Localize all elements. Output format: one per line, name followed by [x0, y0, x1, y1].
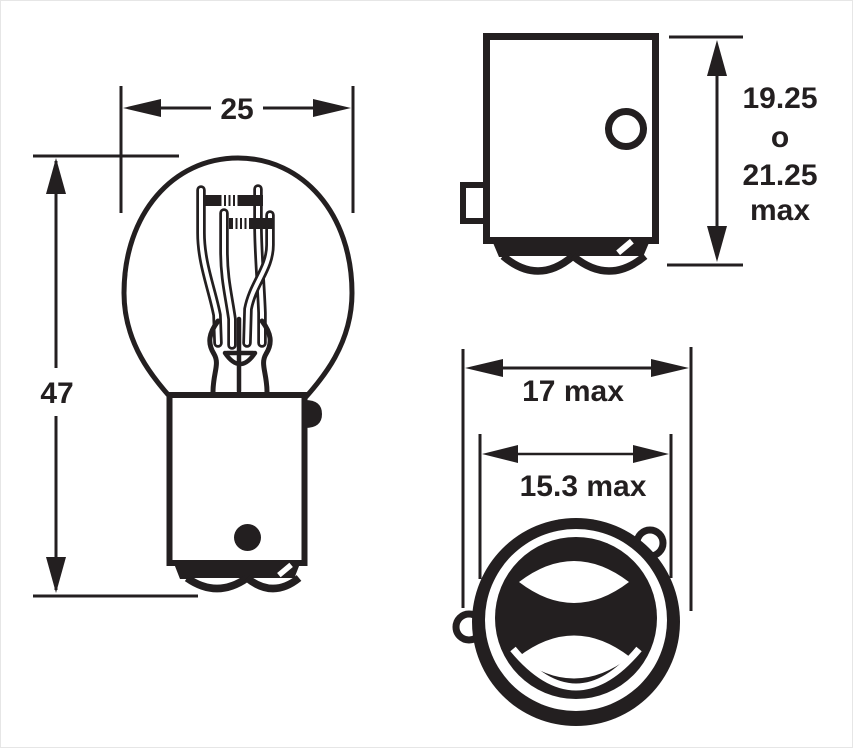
filament-lower — [229, 218, 272, 229]
cap-solder-contact-left — [500, 253, 576, 275]
cap-contact-highlight — [616, 238, 634, 256]
cap-height-label-line4: max — [750, 194, 810, 227]
arrowhead-up-icon — [707, 40, 727, 76]
filament-coil-stripe — [246, 218, 249, 229]
arrowhead-down-icon — [707, 226, 727, 262]
bayonet-pin-side — [305, 400, 322, 428]
cap-bottom-drawing — [452, 518, 680, 726]
bulb-side-view-figure: 25 47 — [33, 86, 355, 598]
dimension-bulb-height: 47 — [33, 158, 198, 598]
base-insulator-band — [173, 561, 301, 579]
cap-height-label-line3: 21.25 — [742, 159, 817, 192]
bulb-height-label: 47 — [40, 377, 73, 410]
arrowhead-left-icon — [482, 445, 518, 463]
dimension-cap-outer-diameter: 17 max — [465, 359, 689, 408]
filament-coil-stripe — [226, 195, 229, 206]
contact-highlight — [277, 562, 293, 578]
glass-envelope-outline — [121, 155, 355, 401]
contact-window-top — [519, 561, 629, 603]
dimension-cap-inner-diameter: 15.3 max — [482, 445, 669, 503]
cap-side-view-figure: 19.25 o 21.25 max — [460, 33, 818, 275]
contact-window-bottom — [518, 635, 630, 679]
filament-coil-stripe — [235, 195, 238, 206]
cap-height-label-line1: 19.25 — [742, 82, 817, 115]
cap-insulator-band — [491, 238, 651, 257]
arrowhead-left-icon — [123, 99, 161, 117]
arrowhead-down-icon — [46, 557, 66, 593]
cap-solder-contact-right — [570, 253, 648, 275]
filament-coil-stripe — [221, 195, 224, 206]
filament-coil-stripe — [230, 195, 233, 206]
support-wire-inner-left-core — [222, 211, 234, 347]
cap-pin-hole — [605, 108, 647, 150]
dimension-cap-height: 19.25 o 21.25 max — [667, 35, 818, 267]
stem-outline-right — [259, 318, 273, 395]
stem-outline-left — [207, 318, 221, 395]
arrowhead-right-icon — [313, 99, 351, 117]
filament-upper — [203, 195, 263, 206]
filament-lower-bar — [229, 218, 272, 229]
arrowhead-right-icon — [651, 359, 689, 377]
filament-coil-stripe — [242, 218, 245, 229]
cap-shell-outline — [483, 33, 659, 244]
filament-coil-stripe — [233, 218, 236, 229]
support-wire-outer-left-core — [199, 188, 220, 345]
arrowhead-up-icon — [46, 158, 66, 194]
stem-exhaust-tip-arc — [222, 350, 258, 367]
cap-bottom-view-figure: 17 max 15.3 max — [452, 347, 693, 726]
arrowhead-right-icon — [633, 445, 669, 463]
cap-inner-diameter-label: 15.3 max — [520, 470, 647, 503]
solder-contact-left — [184, 574, 250, 593]
bulb-base — [166, 392, 322, 593]
inner-shell-edge-arc — [510, 646, 642, 691]
glass-stem — [207, 316, 273, 395]
dimension-bulb-width: 25 — [33, 86, 355, 213]
cap-outer-diameter-label: 17 max — [522, 375, 624, 408]
bulb-drawing — [121, 155, 355, 593]
base-locating-dot — [234, 524, 261, 551]
bulb-width-label: 25 — [220, 93, 253, 126]
solder-contact-right — [244, 574, 302, 593]
support-wire-inner-right-core — [245, 213, 272, 345]
arrowhead-left-icon — [465, 359, 503, 377]
cap-height-label-line2: o — [771, 121, 789, 154]
filament-coil-stripe — [237, 218, 240, 229]
